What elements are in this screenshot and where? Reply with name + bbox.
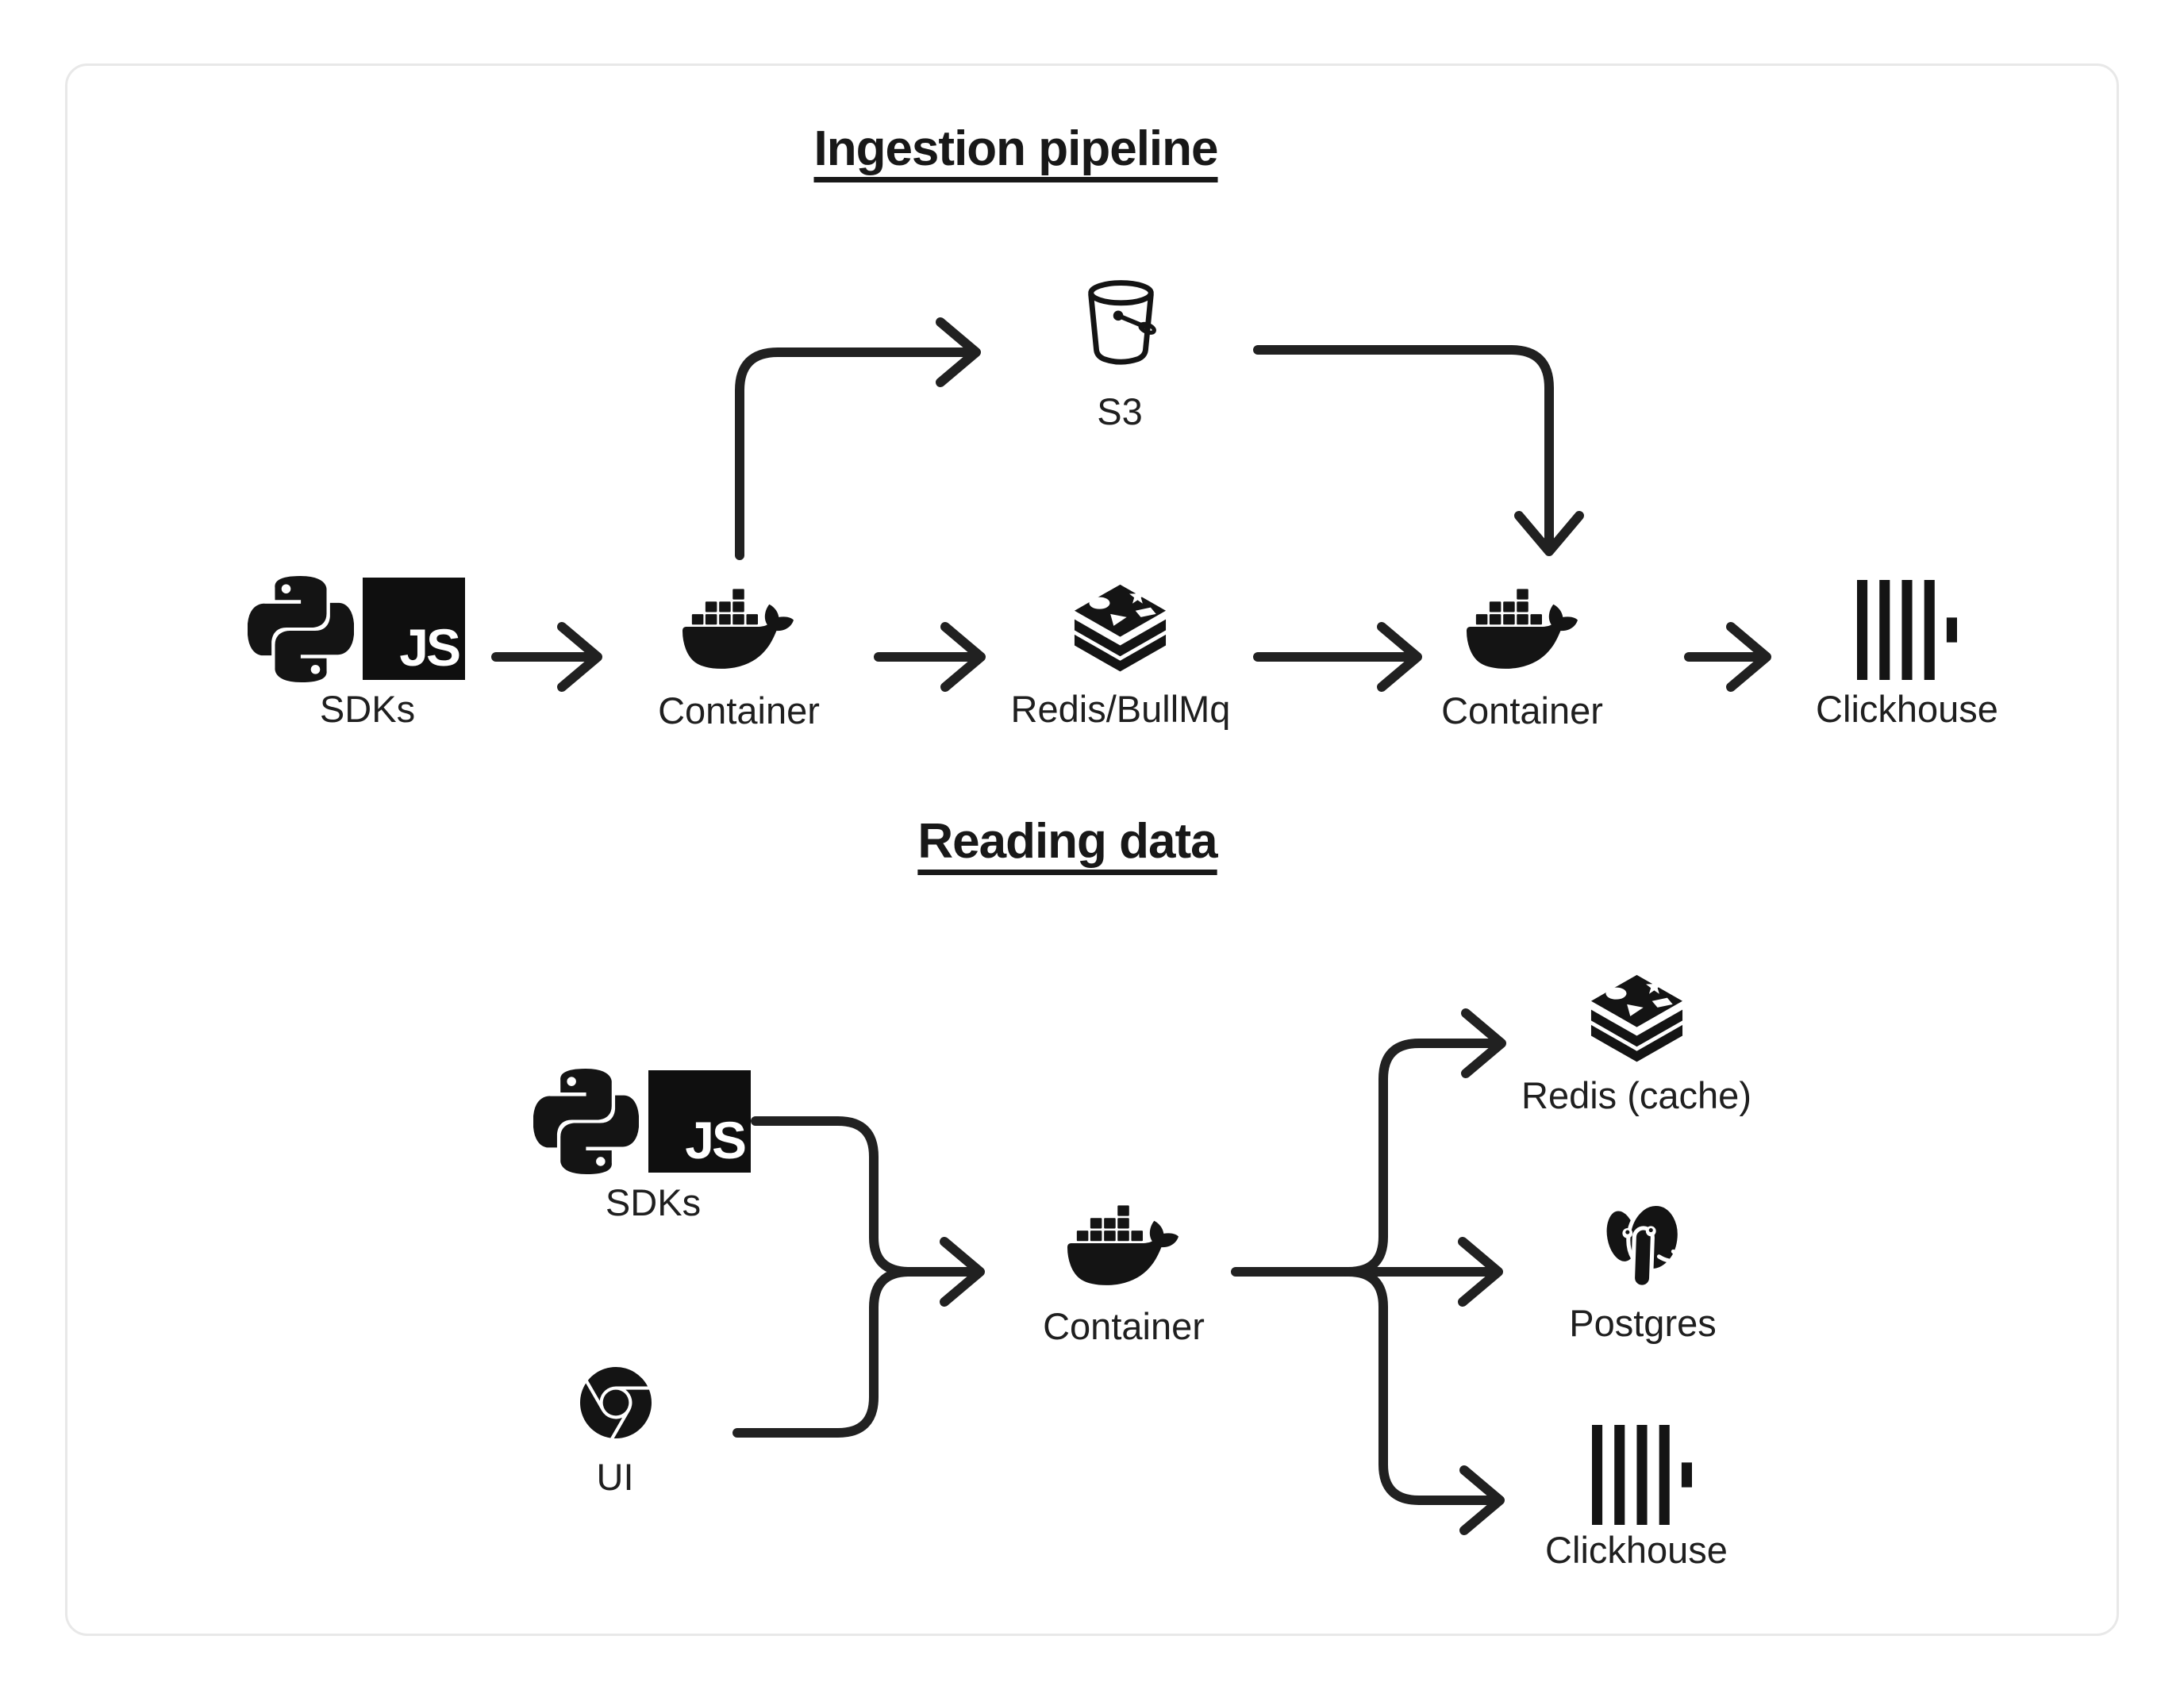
s3-bucket-icon (1088, 280, 1156, 365)
label-ingestion-queue: Redis/BullMq (1010, 688, 1231, 730)
js-icon: JS (363, 578, 465, 680)
redis-icon (1074, 584, 1167, 672)
docker-icon (1067, 1205, 1179, 1285)
label-ingestion-clickhouse: Clickhouse (1816, 688, 1998, 730)
label-reading-redis-cache: Redis (cache) (1521, 1074, 1751, 1116)
section-title-ingestion: Ingestion pipeline (813, 121, 1218, 176)
section-title-reading: Reading data (917, 814, 1217, 869)
clickhouse-icon (1857, 580, 1957, 680)
clickhouse-icon (1592, 1425, 1692, 1525)
label-reading-clickhouse: Clickhouse (1545, 1529, 1728, 1571)
python-icon (533, 1069, 639, 1174)
label-reading-sdks: SDKs (605, 1181, 702, 1223)
chrome-icon (580, 1367, 652, 1438)
js-icon-text: JS (685, 1111, 747, 1169)
label-ingestion-container2: Container (1441, 689, 1603, 731)
docker-icon (1467, 589, 1578, 669)
label-ingestion-s3: S3 (1097, 390, 1143, 432)
js-icon: JS (648, 1070, 751, 1173)
label-reading-postgres: Postgres (1569, 1302, 1717, 1344)
label-reading-container: Container (1043, 1305, 1205, 1347)
label-ingestion-container1: Container (658, 689, 820, 731)
js-icon-text: JS (399, 618, 461, 677)
label-ingestion-sdks: SDKs (319, 688, 416, 730)
redis-icon (1590, 974, 1683, 1062)
python-icon (248, 576, 354, 682)
label-reading-ui: UI (596, 1456, 634, 1498)
postgres-icon (1602, 1201, 1682, 1289)
docker-icon (682, 589, 794, 669)
